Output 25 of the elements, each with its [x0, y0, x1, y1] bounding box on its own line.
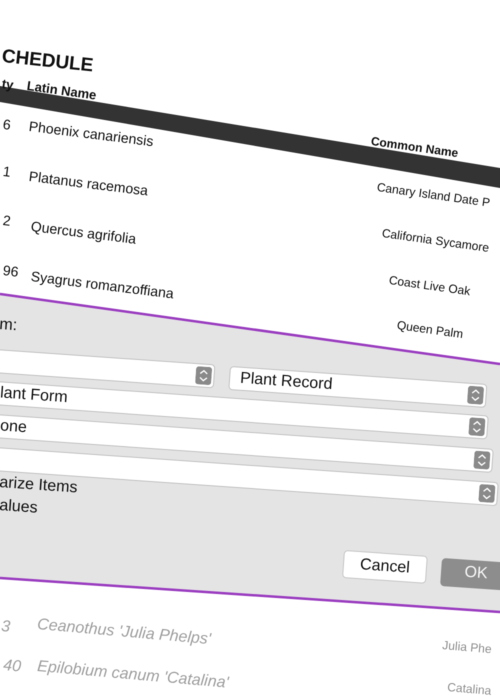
quantity-text: 3 [0, 618, 11, 637]
field-label: m: [0, 316, 18, 336]
common-name-text: Catalina [446, 680, 492, 698]
common-name-text: Julia Phe [442, 638, 492, 656]
latin-name-text: Ceanothus 'Julia Phelps' [36, 616, 212, 650]
schedule-title: CHEDULE [0, 46, 94, 78]
latin-name-text: Epilobium canum 'Catalina' [36, 658, 230, 693]
option-label: arize Items [0, 474, 78, 498]
latin-name-text: Syagrus romanzoffiana [30, 268, 175, 302]
column-header: Common Name [370, 134, 460, 160]
quantity-text: 1 [2, 163, 12, 180]
common-name-text: Queen Palm [396, 318, 464, 342]
latin-name-text: Platanus racemosa [28, 168, 149, 198]
common-name-text: Canary Island Date P [376, 180, 491, 210]
quantity-text: 6 [2, 116, 12, 133]
option-label: alues [0, 497, 38, 518]
column-header: ty [0, 76, 14, 92]
column-header: Latin Name [26, 78, 98, 103]
common-name-text: California Sycamore [381, 226, 490, 255]
quantity-text: 40 [2, 657, 22, 676]
common-name-text: Coast Live Oak [388, 273, 472, 298]
quantity-text: 96 [2, 262, 20, 280]
latin-name-text: Phoenix canariensis [28, 118, 154, 150]
quantity-text: 2 [2, 212, 12, 229]
latin-name-text: Quercus agrifolia [30, 218, 138, 247]
